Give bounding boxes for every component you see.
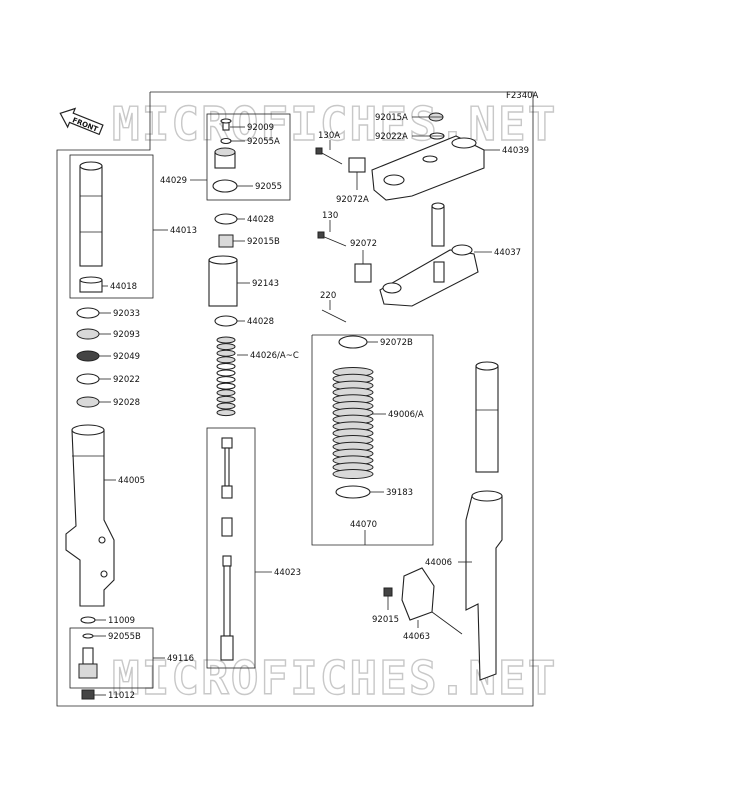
label-44013: 44013: [170, 226, 197, 236]
label-92072A: 92072A: [336, 195, 369, 205]
label-92015: 92015: [372, 615, 399, 625]
label-92028: 92028: [113, 398, 140, 408]
label-92015A: 92015A: [375, 113, 408, 123]
label-92022: 92022: [113, 375, 140, 385]
label-92015B: 92015B: [247, 237, 280, 247]
spring-coil: [216, 376, 236, 384]
bolt-220: [321, 309, 347, 323]
spring-coil: [216, 349, 236, 357]
upper-clamp-44039: [371, 135, 485, 201]
bolt-92009: [220, 118, 232, 131]
label-92055A: 92055A: [247, 137, 280, 147]
label-11012: 11012: [108, 691, 135, 701]
seal-92093: [76, 328, 100, 340]
label-44006: 44006: [425, 558, 452, 568]
spring-coil: [216, 382, 236, 390]
label-92093: 92093: [113, 330, 140, 340]
box-44070: [311, 334, 434, 546]
oring-92055A: [220, 137, 232, 145]
ring-92028: [76, 396, 100, 408]
label-11009: 11009: [108, 616, 135, 626]
seal-92049: [76, 350, 100, 362]
steering-stem: [431, 202, 445, 247]
fork-boot-49006: [332, 367, 374, 479]
label-44028-bottom: 44028: [247, 317, 274, 327]
label-92033: 92033: [113, 309, 140, 319]
front-arrow-icon: FRONT: [59, 107, 104, 136]
outer-frame: [56, 91, 534, 707]
watermark-top: MICROFICHES.NET: [112, 97, 557, 151]
guard-44063: [401, 567, 435, 621]
label-92055: 92055: [255, 182, 282, 192]
label-44028-top: 44028: [247, 215, 274, 225]
label-92022A: 92022A: [375, 132, 408, 142]
cap-44029: [214, 147, 236, 169]
label-92049: 92049: [113, 352, 140, 362]
washer-11009: [80, 616, 96, 624]
spring-coil: [216, 356, 236, 364]
spacer-92143: [208, 255, 238, 307]
label-220: 220: [320, 291, 336, 301]
label-92072: 92072: [350, 239, 377, 249]
label-92009: 92009: [247, 123, 274, 133]
spring-coil: [216, 362, 236, 370]
spring-coil: [216, 409, 236, 417]
washer-44028-bottom: [214, 315, 238, 327]
label-44029: 44029: [160, 176, 187, 186]
bolt-11012: [81, 689, 95, 700]
clamp-39183: [335, 485, 371, 499]
label-92072B: 92072B: [380, 338, 413, 348]
bushing-44018: [79, 276, 103, 293]
label-44023: 44023: [274, 568, 301, 578]
ring-92022: [76, 373, 100, 385]
label-44039: 44039: [502, 146, 529, 156]
figure-code: F2340A: [506, 91, 539, 101]
inner-tube-right: [475, 361, 499, 473]
oring-92055: [212, 179, 238, 193]
boot-fold: [332, 469, 374, 479]
label-130A: 130A: [318, 131, 340, 141]
label-44018: 44018: [110, 282, 137, 292]
lower-clamp-44037: [379, 244, 479, 307]
bolt-92015: [383, 587, 393, 597]
spring-coil: [216, 389, 236, 397]
clamp-92072A: [348, 157, 366, 173]
label-92055B: 92055B: [108, 632, 141, 642]
damper-rod-44023: [220, 437, 234, 661]
label-44026: 44026/A~C: [250, 351, 299, 361]
ring-92033: [76, 307, 100, 319]
spring-coil: [216, 395, 236, 403]
label-92143: 92143: [252, 279, 279, 289]
spring-coil: [216, 369, 236, 377]
label-44070: 44070: [350, 520, 377, 530]
leader-lines: [93, 116, 500, 696]
washer-44028-top: [214, 213, 238, 225]
valve-49116: [78, 633, 98, 679]
spring-coil: [216, 343, 236, 351]
box-44013: [69, 154, 154, 299]
label-49006: 49006/A: [388, 410, 424, 420]
box-44029: [206, 113, 291, 201]
bolt-130: [317, 231, 347, 247]
label-44037: 44037: [494, 248, 521, 258]
label-130: 130: [322, 211, 338, 221]
spring-44026: [216, 336, 236, 417]
label-44005: 44005: [118, 476, 145, 486]
spring-coil: [216, 336, 236, 344]
box-44023: [206, 427, 256, 669]
outer-tube-44005: [65, 424, 115, 607]
bolt-130A: [315, 147, 343, 165]
label-49116: 49116: [167, 654, 194, 664]
label-39183: 39183: [386, 488, 413, 498]
spring-coil: [216, 402, 236, 410]
clamp-92072: [354, 263, 372, 283]
collar-92015B: [218, 234, 234, 248]
clamp-92072B: [338, 335, 368, 349]
inner-tube-44013: [79, 161, 103, 267]
label-44063: 44063: [403, 632, 430, 642]
outer-tube-44006: [465, 490, 503, 681]
